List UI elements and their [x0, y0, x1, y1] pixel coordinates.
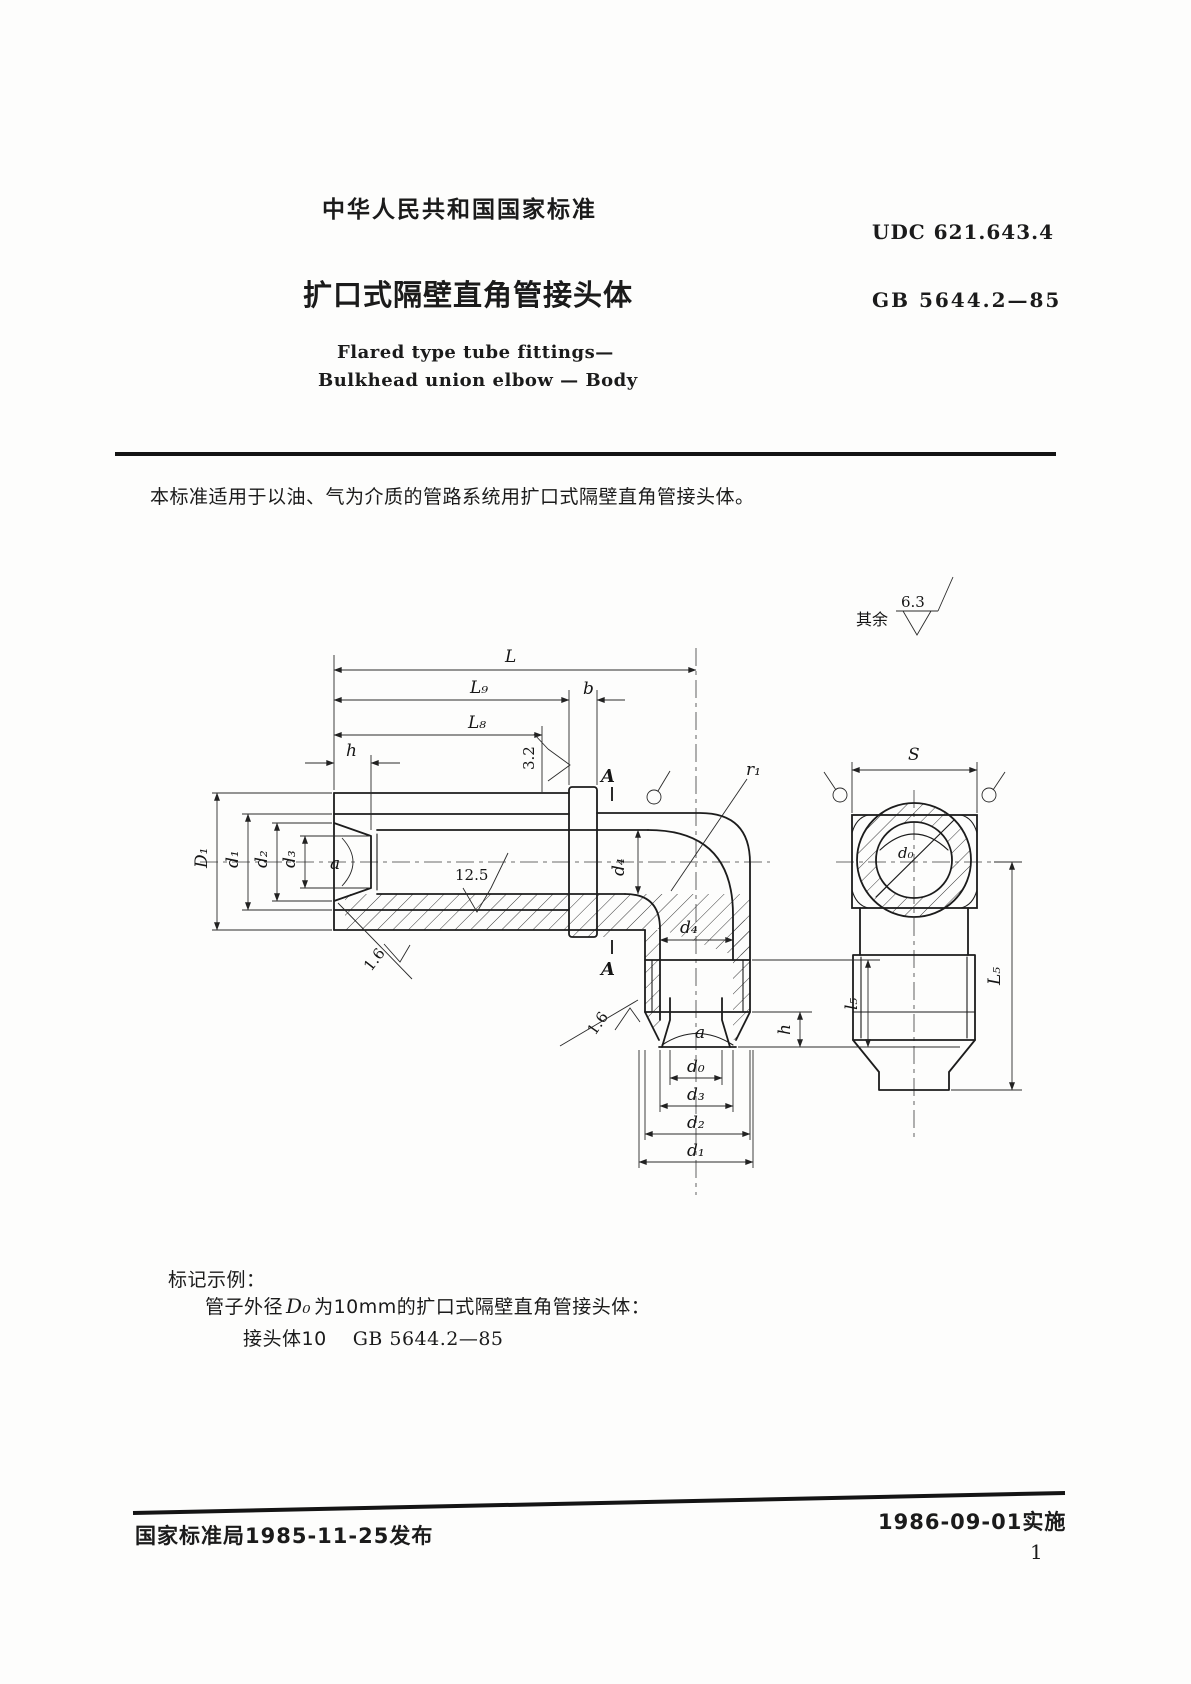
dim-label-d1: d₁ [223, 850, 243, 868]
roughness-12-5: 12.5 [455, 866, 488, 884]
english-title-line2: Bulkhead union elbow — Body [318, 370, 638, 391]
scope-statement: 本标准适用于以油、气为介质的管路系统用扩口式隔壁直角管接头体。 [150, 486, 755, 508]
main-view-outline [333, 792, 751, 1048]
footer-divider [132, 1491, 1066, 1515]
dim-label-d2-leg: d₂ [687, 1113, 705, 1133]
dimensions-top: L L₉ b L₈ h 3.2 [305, 647, 697, 830]
footer-effective: 1986-09-01实施 [878, 1510, 1067, 1534]
roughness-check-icon [559, 999, 641, 1047]
dim-label-d3: d₃ [280, 850, 300, 868]
roughness-1-6-leg: 1.6 [584, 1008, 612, 1038]
machined-all-over-icon [832, 787, 848, 803]
dim-label-b: b [583, 679, 594, 699]
dim-label-L9: L₉ [469, 678, 488, 698]
marking-example-title: 标记示例： [168, 1269, 266, 1291]
header-divider [115, 452, 1056, 456]
dim-label-l5: l₅ [842, 998, 862, 1010]
dim-label-alpha-leg: a [695, 1023, 705, 1043]
section-label-A-bottom: A [599, 959, 615, 980]
section-label-A-top: A [599, 766, 615, 787]
surface-finish-note: 其余 6.3 [856, 576, 954, 636]
dim-label-d0-side: d₀ [898, 844, 914, 862]
surface-note-prefix: 其余 [856, 610, 888, 629]
roughness-3-2: 3.2 [520, 746, 538, 770]
marking-example-line2: 接头体10 GB 5644.2—85 [243, 1324, 504, 1351]
english-title-line1: Flared type tube fittings— [337, 342, 614, 363]
footer-issued: 国家标准局1985-11-25发布 [135, 1524, 434, 1548]
dimensions-left: D₁ d₁ d₂ d₃ a [192, 792, 369, 931]
standard-number: GB 5644.2—85 [872, 288, 1062, 312]
section-hatching [345, 803, 972, 1040]
national-standard-heading: 中华人民共和国国家标准 [322, 197, 597, 223]
machined-all-over-icon [981, 787, 997, 803]
marking-line1-suffix: 为10mm的扩口式隔壁直角管接头体： [314, 1296, 651, 1318]
document-title: 扩口式隔壁直角管接头体 [303, 278, 634, 312]
surface-note-value: 6.3 [901, 593, 925, 611]
side-view-outline [851, 802, 978, 1091]
dimensions-leg: h l₅ [738, 959, 960, 1048]
marking-line1-symbol: D₀ [286, 1294, 312, 1318]
roughness-check-icon [337, 902, 413, 980]
roughness-check-icon [462, 852, 509, 913]
marking-standard-ref: GB 5644.2—85 [352, 1328, 504, 1350]
dim-label-d1-leg: d₁ [687, 1141, 705, 1161]
roughness-1-6-left: 1.6 [360, 945, 389, 975]
udc-number: UDC 621.643.4 [872, 220, 1055, 244]
dim-label-alpha: a [330, 854, 340, 874]
dim-label-r1: r₁ [746, 760, 761, 780]
dim-label-h: h [346, 741, 357, 761]
roughness-check-icon [896, 576, 954, 636]
dim-label-L5: L₅ [985, 967, 1005, 986]
dim-label-d3-leg: d₃ [687, 1085, 705, 1105]
dim-label-S: S [908, 745, 920, 765]
dim-label-d2: d₂ [252, 850, 272, 868]
roughness-check-icon [533, 733, 571, 782]
dimensions-side-view: S L₅ d₀ [823, 745, 1022, 1091]
dim-label-d0: d₀ [687, 1057, 705, 1077]
dim-label-d4-bore: d₄ [609, 858, 629, 876]
dim-label-h-leg: h [775, 1024, 795, 1035]
dim-label-L8: L₈ [467, 713, 486, 733]
page-number: 1 [1030, 1540, 1043, 1564]
marking-line1-prefix: 管子外径 [205, 1296, 284, 1318]
dim-label-L: L [504, 647, 516, 667]
dim-label-D1: D₁ [192, 848, 212, 869]
marking-part-designation: 接头体10 [243, 1328, 327, 1350]
bulkhead-flange [568, 786, 598, 938]
dim-label-d4-leg: d₄ [680, 918, 698, 938]
machined-all-over-icon [646, 789, 662, 805]
dimensions-bottom: d₀ d₃ d₂ d₁ [638, 1050, 754, 1168]
